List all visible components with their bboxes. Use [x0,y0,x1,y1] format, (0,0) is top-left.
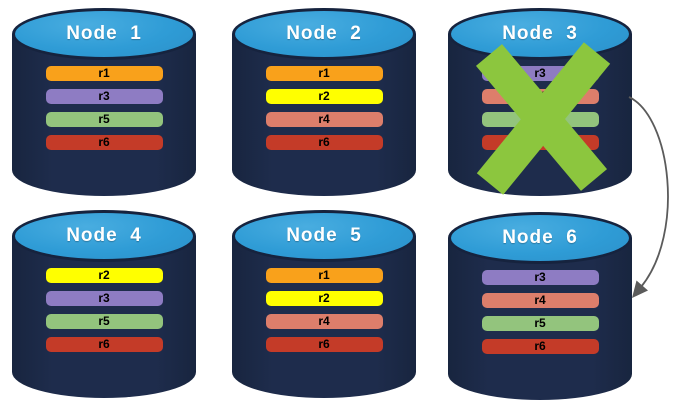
node-label: Node 5 [286,225,362,246]
replica-label: r3 [534,66,546,80]
node-label: Node 1 [66,23,142,44]
replica-label: r2 [318,89,330,103]
replica-bar-r1: r1 [45,66,163,81]
replica-label: r6 [534,339,546,353]
replica-label: r2 [318,291,330,305]
replica-bar-r6: r6 [481,339,599,354]
replica-bar-r2: r2 [265,291,383,306]
replica-bar-r6: r6 [45,337,163,352]
replica-bar-r6: r6 [481,135,599,150]
replica-label: r3 [534,270,546,284]
replica-bar-r3: r3 [45,291,163,306]
replica-bar-r4: r4 [481,293,599,308]
failover-arrowhead-icon [632,280,648,298]
db-node-1: Node 1 r1 r3 r5 r6 [12,8,196,196]
replica-bar-r1: r1 [265,66,383,81]
replica-bar-r5: r5 [45,112,163,127]
replica-label: r1 [98,66,110,80]
replica-bar-r2: r2 [265,89,383,104]
db-node-4: Node 4 r2 r3 r5 r6 [12,210,196,398]
replica-label: r6 [534,135,546,149]
replica-bar-r3: r3 [481,270,599,285]
replica-label: r6 [98,337,110,351]
cylinder-top: Node 3 [448,8,632,60]
cylinder-top: Node 2 [232,8,416,60]
replica-label: r4 [534,89,546,103]
db-node-6: Node 6 r3 r4 r5 r6 [448,212,632,400]
replica-bar-r6: r6 [45,135,163,150]
node-label: Node 3 [502,23,578,44]
replica-bar-r4: r4 [265,112,383,127]
db-node-2: Node 2 r1 r2 r4 r6 [232,8,416,196]
db-node-5: Node 5 r1 r2 r4 r6 [232,210,416,398]
replica-label: r4 [534,293,546,307]
replica-bar-r6: r6 [265,337,383,352]
replica-label: r4 [318,314,330,328]
replica-list: r3 r4 r5 r6 [448,66,632,158]
cylinder-top: Node 5 [232,210,416,262]
replica-label: r5 [534,112,546,126]
replica-bar-r6: r6 [265,135,383,150]
replica-label: r5 [534,316,546,330]
replica-bar-r1: r1 [265,268,383,283]
replica-list: r2 r3 r5 r6 [12,268,196,360]
cylinder-top: Node 4 [12,210,196,262]
replica-bar-r5: r5 [45,314,163,329]
replica-label: r5 [98,112,110,126]
replica-bar-r3: r3 [45,89,163,104]
failover-arrow [628,96,669,288]
replica-label: r3 [98,89,110,103]
replica-list: r1 r2 r4 r6 [232,66,416,158]
replica-label: r5 [98,314,110,328]
replica-label: r6 [318,135,330,149]
node-label: Node 4 [66,225,142,246]
node-label: Node 6 [502,227,578,248]
replica-label: r3 [98,291,110,305]
replica-label: r6 [98,135,110,149]
replica-bar-r4: r4 [481,89,599,104]
cylinder-top: Node 6 [448,212,632,264]
replica-label: r6 [318,337,330,351]
replica-bar-r3: r3 [481,66,599,81]
replica-label: r1 [318,268,330,282]
db-node-3: Node 3 r3 r4 r5 r6 [448,8,632,196]
replica-bar-r5: r5 [481,316,599,331]
replica-list: r3 r4 r5 r6 [448,270,632,362]
replica-bar-r2: r2 [45,268,163,283]
replica-bar-r4: r4 [265,314,383,329]
replica-label: r4 [318,112,330,126]
replica-list: r1 r2 r4 r6 [232,268,416,360]
replica-list: r1 r3 r5 r6 [12,66,196,158]
replica-label: r1 [318,66,330,80]
cylinder-top: Node 1 [12,8,196,60]
replica-label: r2 [98,268,110,282]
node-label: Node 2 [286,23,362,44]
replica-bar-r5: r5 [481,112,599,127]
